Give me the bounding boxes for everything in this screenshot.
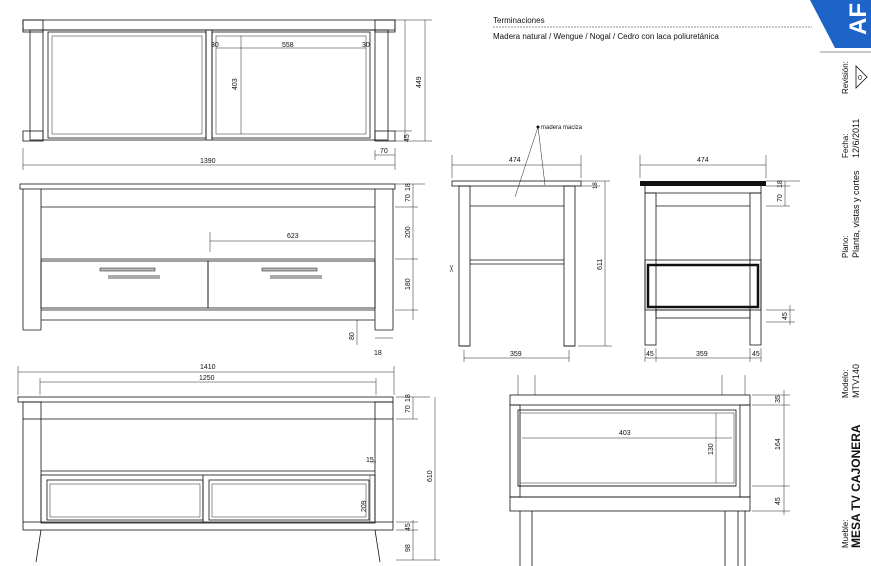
dim-45: 45 — [782, 312, 789, 320]
revision-value: 0 — [858, 75, 862, 82]
revision-label: Revisión: — [841, 61, 850, 94]
dim-15: 15 — [366, 457, 374, 464]
dim-209: 209 — [361, 500, 368, 512]
section-view: 474 18 70 45 45 359 45 — [639, 155, 800, 362]
mueble-value: MESA TV CAJONERA — [849, 424, 863, 548]
dim-98: 98 — [405, 544, 412, 552]
dim-80: 80 — [349, 332, 356, 340]
dim-610: 610 — [427, 470, 434, 482]
dim-1250: 1250 — [199, 375, 215, 382]
dim-130: 130 — [708, 443, 715, 455]
dim-623: 623 — [287, 233, 299, 240]
dim-45: 45 — [404, 134, 411, 142]
madera-maciza-note: madera maciza — [541, 125, 583, 131]
terminaciones-label: Terminaciones — [493, 16, 545, 25]
dim-45a: 45 — [646, 351, 654, 358]
dim-1410: 1410 — [200, 364, 216, 371]
dim-180: 180 — [405, 278, 412, 290]
dim-359: 359 — [510, 351, 522, 358]
terminaciones-text: Madera natural / Wengue / Nogal / Cedro … — [493, 32, 719, 41]
dim-45: 45 — [405, 523, 412, 531]
side-view: 474 madera maciza 18 611 359 — [449, 125, 612, 362]
dim-474: 474 — [697, 157, 709, 164]
title-block: AF Mueble: MESA TV CAJONERA Modelo: MTV1… — [810, 0, 871, 548]
dim-45b: 45 — [752, 351, 760, 358]
drawer-plan-view: 403 130 35 164 45 — [509, 375, 790, 566]
revision-triangle-icon — [855, 65, 868, 89]
dim-611: 611 — [597, 259, 604, 270]
dim-474: 474 — [509, 157, 521, 164]
mueble-label: Mueble: — [841, 520, 850, 548]
dim-45: 45 — [775, 497, 782, 505]
dim-18: 18 — [405, 394, 412, 402]
dim-70: 70 — [777, 194, 784, 202]
dim-18: 18 — [777, 180, 784, 188]
dim-164: 164 — [775, 438, 782, 450]
dim-558: 558 — [282, 42, 294, 49]
dim-30a: 30 — [211, 42, 219, 49]
plano-value: Planta, vistas y cortes — [851, 170, 861, 258]
dim-403: 403 — [619, 430, 631, 437]
terminaciones-block: Terminaciones Madera natural / Wengue / … — [493, 16, 812, 41]
dim-30b: 30 — [362, 42, 370, 49]
dim-403: 403 — [232, 78, 239, 90]
modelo-label: Modelo: — [841, 370, 850, 398]
logo-mark: AF — [845, 3, 871, 35]
dim-200: 200 — [405, 226, 412, 238]
modelo-value: MTV140 — [851, 364, 861, 398]
dim-35: 35 — [775, 395, 782, 403]
svg-text:18: 18 — [593, 182, 599, 189]
dim-18: 18 — [405, 183, 412, 191]
back-view: 1410 1250 18 70 610 15 209 — [17, 364, 440, 563]
dim-70: 70 — [380, 148, 388, 155]
dim-449: 449 — [416, 76, 423, 88]
dim-18b: 18 — [374, 350, 382, 357]
front-view: 623 18 70 200 180 80 18 — [19, 183, 425, 357]
dim-70: 70 — [405, 405, 412, 413]
fecha-value: 12/6/2011 — [851, 119, 861, 158]
dim-359: 359 — [696, 351, 708, 358]
plano-label: Plano: — [841, 235, 850, 258]
fecha-label: Fecha: — [841, 134, 850, 158]
dim-70: 70 — [405, 194, 412, 202]
dim-1390: 1390 — [200, 158, 216, 165]
plan-view: 558 30 30 403 449 45 1390 70 — [22, 19, 432, 170]
